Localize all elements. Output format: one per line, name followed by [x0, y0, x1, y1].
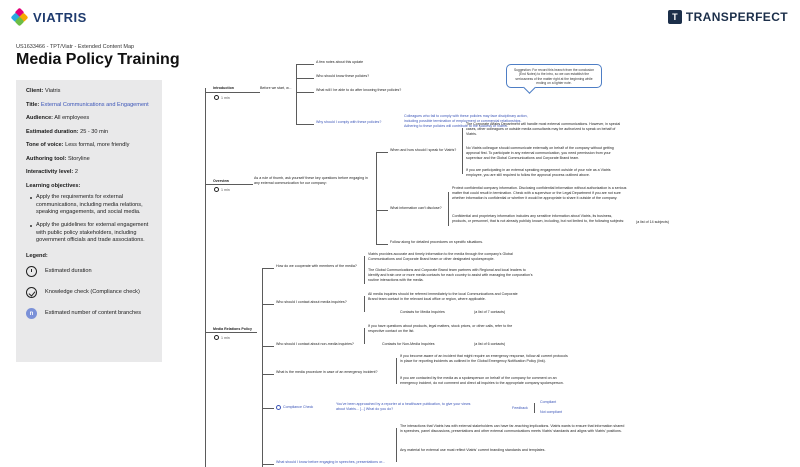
overview-answer: Protect confidential company information… [452, 186, 627, 200]
overview-answer: No Viatris colleague should communicate … [466, 146, 614, 160]
overview-question[interactable]: Follow along for detailed procedures on … [390, 240, 484, 244]
check-icon [26, 287, 37, 299]
course-info-panel: Client: Viatris Title: External Communic… [16, 80, 162, 362]
objective-item: Apply the guidelines for external engage… [30, 222, 152, 245]
clock-icon [26, 266, 37, 278]
media-answer: If you are contacted by the media as a s… [400, 376, 564, 385]
overview-answer: The Corporate Affairs Department will ha… [466, 122, 621, 136]
non-media-contacts-link[interactable]: Contacts for Non-Media Inquiries [382, 342, 435, 346]
feedback-compliant[interactable]: Compliant [540, 400, 557, 404]
media-question[interactable]: What is the media procedure in case of a… [276, 370, 378, 374]
legend-item-duration: Estimated duration [26, 266, 152, 278]
legend-title: Legend: [26, 252, 48, 259]
media-answer: Any material for external use must refle… [400, 448, 546, 452]
media-question[interactable]: Who should I contact about non-media inq… [276, 342, 354, 346]
intro-branch[interactable]: Before we start, w... [260, 86, 292, 90]
client-row: Client: Viatris [26, 88, 61, 94]
title-row: Title: External Communications and Engag… [26, 101, 149, 108]
comply-text: Colleagues who fail to comply with these… [404, 114, 528, 128]
interactivity-row: Interactivity level: 2 [26, 169, 78, 176]
intro-item[interactable]: Why should I comply with these policies? [316, 120, 382, 124]
section-duration: 1 min [221, 188, 230, 192]
section-duration: 1 min [221, 336, 230, 340]
legend-item-knowledge-check: Knowledge check (Compliance check) [26, 287, 152, 299]
suggestion-note: Suggestion: For record this branch from … [506, 64, 602, 88]
viatris-logo: VIATRIS [10, 7, 87, 27]
clock-icon [214, 335, 219, 340]
transperfect-logo: T TRANSPERFECT [667, 10, 788, 24]
media-answer: All media inquiries should be referred i… [368, 292, 518, 301]
overview-question[interactable]: When and how should I speak for Viatris? [390, 148, 457, 152]
clock-icon [214, 95, 219, 100]
media-answer: Viatris provides accurate and timely inf… [368, 252, 513, 261]
objective-item: Apply the requirements for external comm… [30, 194, 152, 217]
document-code: US1633466 - TPT/Viatr - Extended Content… [16, 44, 135, 50]
legend-item-branches: n Estimated number of content branches [26, 308, 152, 320]
transperfect-logo-icon: T [667, 10, 682, 24]
subjects-list-link[interactable]: (a list of 14 subjects) [636, 220, 669, 224]
viatris-logo-text: VIATRIS [33, 9, 87, 25]
overview-answer: If you are participating in an external … [466, 168, 611, 177]
overview-question[interactable]: What information can't disclose? [390, 206, 442, 210]
media-question[interactable]: How do we cooperate with members of the … [276, 264, 357, 268]
media-answer: If you become aware of an incident that … [400, 354, 568, 363]
feedback-label: Feedback [512, 406, 528, 410]
intro-item[interactable]: A few notes about this update [316, 60, 364, 64]
media-question[interactable]: What should I know before engaging in sp… [276, 460, 386, 464]
page-title: Media Policy Training [16, 51, 180, 68]
contacts-list-link[interactable]: (a list of 7 contacts) [474, 310, 506, 314]
page-header: VIATRIS T TRANSPERFECT [0, 0, 800, 36]
section-duration: 1 min [221, 96, 230, 100]
intro-item[interactable]: What will I be able to do after knowing … [316, 88, 402, 92]
duration-row: Estimated duration: 25 - 30 min [26, 128, 109, 135]
tone-row: Tone of voice: Less formal, more friendl… [26, 142, 130, 149]
overview-branch[interactable]: As a rule of thumb, ask yourself these k… [254, 176, 368, 185]
tool-row: Authoring tool: Storyline [26, 155, 90, 162]
intro-item[interactable]: Who should know these policies? [316, 74, 370, 78]
section-introduction[interactable]: Introduction [213, 86, 234, 90]
clock-icon [214, 187, 219, 192]
media-question[interactable]: Who should I contact about media inquiri… [276, 300, 347, 304]
branch-count-icon: n [26, 308, 37, 320]
section-overview[interactable]: Overview [213, 179, 229, 183]
media-answer: If you have questions about products, le… [368, 324, 513, 333]
feedback-not-compliant[interactable]: Not compliant [540, 410, 562, 414]
contacts-list-link[interactable]: (a list of 6 contacts) [474, 342, 506, 346]
media-answer: The interactions that Viatris has with e… [400, 424, 625, 433]
section-media-relations[interactable]: Media Relations Policy [213, 327, 252, 331]
audience-row: Audience: All employees [26, 115, 90, 122]
overview-answer: Confidential and proprietary information… [452, 214, 625, 223]
compliance-check[interactable]: Compliance Check [283, 405, 314, 409]
media-contacts-link[interactable]: Contacts for Media Inquiries [400, 310, 445, 314]
media-answer: The Global Communications and Corporate … [368, 268, 533, 282]
transperfect-logo-text: TRANSPERFECT [685, 10, 788, 24]
compliance-prompt: You've been approached by a reporter at … [336, 402, 471, 411]
objectives-title: Learning objectives: [26, 182, 81, 189]
check-icon [276, 405, 281, 410]
